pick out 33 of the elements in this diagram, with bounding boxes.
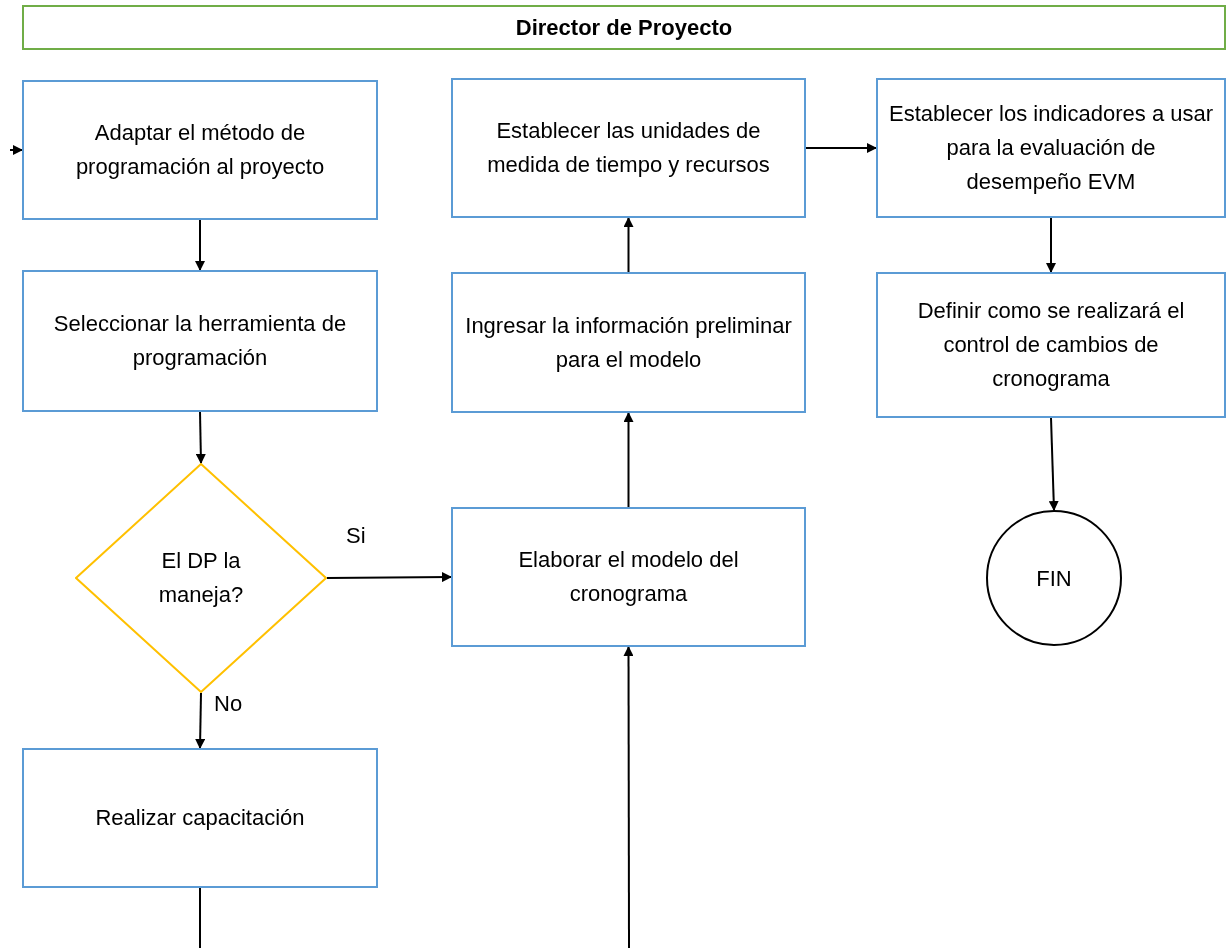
process-box — [22, 748, 378, 888]
node-text: Realizar capacitación — [95, 804, 305, 832]
process-box — [22, 80, 378, 220]
process-box — [451, 272, 806, 413]
node-text: Adaptar el método de programación al proyecto — [74, 119, 326, 181]
node-text: Establecer los indicadores a usar para la evaluación de desempeño EVM — [887, 100, 1215, 196]
arrow — [623, 646, 634, 948]
node-text: Establecer las unidades de medida de tiempo y recursos — [486, 117, 771, 179]
arrow — [623, 217, 634, 273]
arrow — [623, 412, 634, 508]
arrow — [805, 143, 877, 153]
process-box — [451, 78, 806, 218]
node-text: El DP la maneja? — [157, 547, 245, 609]
connector-line — [199, 887, 201, 948]
node-text: Ingresar la información preliminar para el modelo — [464, 311, 793, 374]
arrow — [1048, 417, 1059, 511]
node-text: Seleccionar la herramienta de programación — [52, 310, 348, 372]
process-box — [876, 78, 1226, 218]
arrow — [195, 219, 205, 271]
node-text: Definir como se realizará el control de cambios de cronograma — [916, 297, 1186, 393]
process-box — [451, 507, 806, 647]
decision-diamond — [75, 463, 327, 693]
arrow — [1046, 217, 1056, 273]
arrow — [326, 572, 452, 583]
node-text: Director de Proyecto — [515, 14, 733, 42]
process-box — [876, 272, 1226, 418]
arrow — [195, 692, 206, 749]
node-text: Elaborar el modelo del cronograma — [517, 546, 740, 608]
process-box — [22, 270, 378, 412]
lane-header — [22, 5, 1226, 50]
node-text: FIN — [1036, 564, 1072, 593]
arrow — [195, 411, 206, 464]
arrow — [9, 145, 23, 155]
